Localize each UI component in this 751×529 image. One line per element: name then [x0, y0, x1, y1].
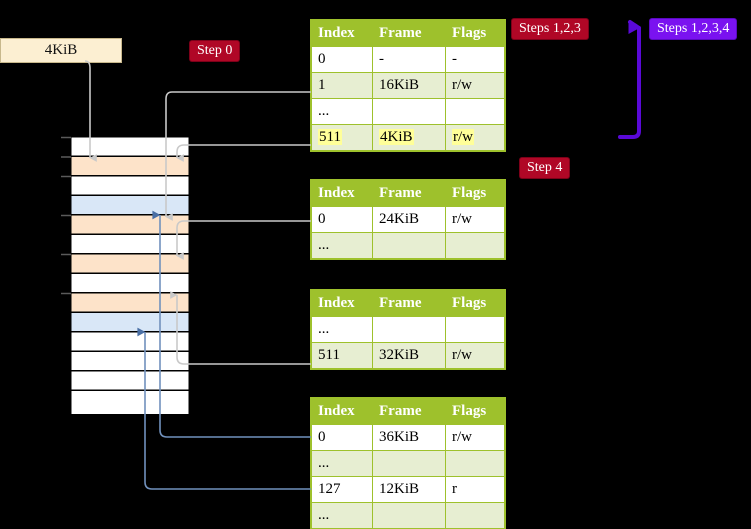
badge-steps-1-2-3-label: Steps 1,2,3 [519, 21, 581, 36]
size-box-4kib: 4KiB [0, 38, 122, 63]
badge-step-4: Step 4 [520, 158, 570, 179]
cell-index: ... [311, 98, 373, 125]
table-row: ... [311, 232, 505, 259]
connector-steps-1234-arrowhead-stem [628, 20, 641, 30]
pml4-table: Index Frame Flags 0 - - 1 16KiB r/w ... … [311, 20, 505, 151]
connector-pml4-row511-to-frame [176, 144, 311, 162]
cell-flags [445, 450, 505, 477]
col-header-index: Index [311, 20, 373, 47]
col-header-flags: Flags [445, 20, 505, 47]
table-row: ... [311, 502, 505, 529]
connector-pd-row511-to-frame [170, 291, 311, 365]
cell-index: ... [311, 502, 373, 529]
connector-pdp-row0-to-frame [176, 220, 311, 260]
cell-flags-text: r/w [452, 129, 474, 145]
col-header-frame: Frame [372, 180, 446, 207]
cell-flags: r/w [445, 124, 505, 151]
badge-step-0: Step 0 [190, 41, 240, 62]
cell-frame-text: 4KiB [379, 129, 414, 145]
col-header-frame: Frame [372, 398, 446, 425]
cell-flags: r/w [445, 206, 505, 233]
table-header-row: Index Frame Flags [311, 290, 505, 317]
cell-frame [372, 98, 446, 125]
cell-flags: - [445, 46, 505, 73]
cell-flags: r/w [445, 342, 505, 369]
badge-step-4-label: Step 4 [527, 160, 563, 175]
cell-index: 127 [311, 476, 373, 503]
cell-index-text: 511 [318, 129, 342, 145]
col-header-flags: Flags [445, 290, 505, 317]
cell-frame: 36KiB [372, 424, 446, 451]
badge-steps-1-2-3-4-label: Steps 1,2,3,4 [657, 21, 730, 36]
badge-step-0-label: Step 0 [197, 43, 233, 58]
table-row: 0 24KiB r/w [311, 206, 505, 233]
table-row: 1 16KiB r/w [311, 72, 505, 99]
table-header-row: Index Frame Flags [311, 398, 505, 425]
col-header-index: Index [311, 290, 373, 317]
badge-steps-1-2-3-4: Steps 1,2,3,4 [650, 19, 737, 40]
cell-index: 1 [311, 72, 373, 99]
cell-index: 0 [311, 46, 373, 73]
cell-frame [372, 450, 446, 477]
cell-index: ... [311, 316, 373, 343]
table-row: 0 36KiB r/w [311, 424, 505, 451]
cell-flags [445, 98, 505, 125]
cell-index: 0 [311, 424, 373, 451]
cell-flags: r [445, 476, 505, 503]
table-header-row: Index Frame Flags [311, 20, 505, 47]
table-row: 127 12KiB r [311, 476, 505, 503]
cell-index: ... [311, 450, 373, 477]
pt-table: Index Frame Flags 0 36KiB r/w ... 127 12… [311, 398, 505, 529]
col-header-frame: Frame [372, 20, 446, 47]
cell-flags: r/w [445, 72, 505, 99]
cell-frame [372, 232, 446, 259]
col-header-flags: Flags [445, 398, 505, 425]
table-row: ... [311, 450, 505, 477]
cell-frame: - [372, 46, 446, 73]
cell-flags [445, 502, 505, 529]
cell-index: 511 [311, 342, 373, 369]
table-row: 511 32KiB r/w [311, 342, 505, 369]
table-row: ... [311, 316, 505, 343]
cell-index: ... [311, 232, 373, 259]
cell-flags [445, 316, 505, 343]
cell-flags [445, 232, 505, 259]
table-row-highlighted: 511 4KiB r/w [311, 124, 505, 151]
badge-steps-1-2-3: Steps 1,2,3 [512, 19, 588, 40]
pdp-table: Index Frame Flags 0 24KiB r/w ... [311, 180, 505, 259]
cell-index: 511 [311, 124, 373, 151]
connector-steps-1234-bracket [618, 22, 641, 139]
size-box-label: 4KiB [44, 42, 78, 58]
cell-flags: r/w [445, 424, 505, 451]
cell-frame: 24KiB [372, 206, 446, 233]
cell-frame: 4KiB [372, 124, 446, 151]
pd-table: Index Frame Flags ... 511 32KiB r/w [311, 290, 505, 369]
col-header-index: Index [311, 180, 373, 207]
physical-memory-frames [70, 136, 190, 416]
cell-frame: 32KiB [372, 342, 446, 369]
col-header-index: Index [311, 398, 373, 425]
cell-frame: 12KiB [372, 476, 446, 503]
table-header-row: Index Frame Flags [311, 180, 505, 207]
table-row: ... [311, 98, 505, 125]
col-header-frame: Frame [372, 290, 446, 317]
cell-index: 0 [311, 206, 373, 233]
col-header-flags: Flags [445, 180, 505, 207]
cell-frame [372, 316, 446, 343]
cell-frame: 16KiB [372, 72, 446, 99]
cell-frame [372, 502, 446, 529]
table-row: 0 - - [311, 46, 505, 73]
